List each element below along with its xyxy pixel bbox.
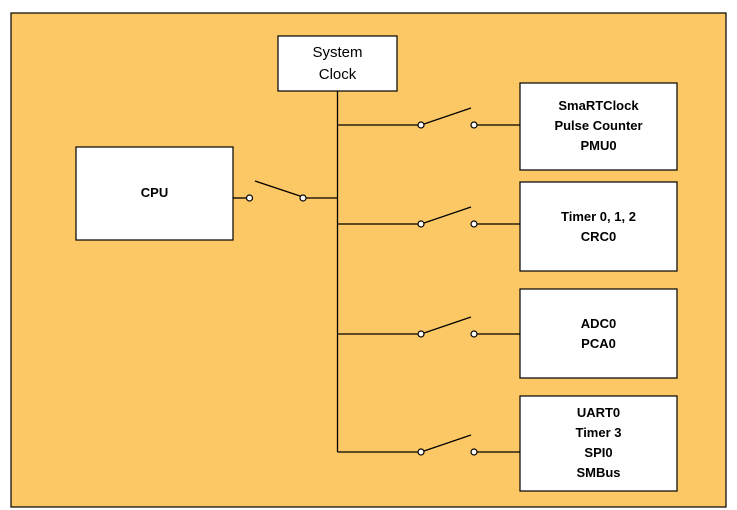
peripheral-box xyxy=(519,181,678,272)
cpu-box xyxy=(75,146,234,241)
cpu-label: CPU xyxy=(141,185,168,200)
cpu-switch-blade xyxy=(254,180,304,198)
system-clock-block: System Clock xyxy=(277,35,398,92)
peripheral-group-2: Timer 0, 1, 2 CRC0 xyxy=(337,181,678,272)
switch-terminal-right xyxy=(470,220,478,228)
peripheral-label-line: UART0 xyxy=(577,405,620,420)
peripheral-label-line: Pulse Counter xyxy=(554,118,642,133)
peripheral-label-line: SmaRTClock xyxy=(558,98,639,113)
peripheral-group-1: SmaRTClock Pulse Counter PMU0 xyxy=(337,82,678,171)
switch-terminal-right xyxy=(470,330,478,338)
switch-terminal-left xyxy=(417,330,425,338)
peripheral-label-line: ADC0 xyxy=(581,316,616,331)
switch-blade xyxy=(423,434,472,452)
peripheral-group-4: UART0 Timer 3 SPI0 SMBus xyxy=(337,395,678,492)
peripheral-label-line: PMU0 xyxy=(580,138,616,153)
peripheral-group-3: ADC0 PCA0 xyxy=(337,288,678,379)
peripheral-label-line: SMBus xyxy=(576,465,620,480)
switch-terminal-left xyxy=(417,448,425,456)
peripheral-label-line: Timer 3 xyxy=(575,425,621,440)
system-clock-box xyxy=(277,35,398,92)
switch-blade xyxy=(423,107,472,125)
cpu-switch-terminal-left xyxy=(245,194,254,202)
peripheral-label-line: SPI0 xyxy=(584,445,612,460)
cpu-block: CPU xyxy=(75,146,234,241)
peripheral-box xyxy=(519,82,678,171)
system-clock-label-line-2: Clock xyxy=(319,66,357,83)
peripheral-box xyxy=(519,288,678,379)
switch-terminal-right xyxy=(470,121,478,129)
switch-terminal-left xyxy=(417,121,425,129)
system-clock-label-line-1: System xyxy=(312,44,362,61)
peripheral-label-line: Timer 0, 1, 2 xyxy=(561,209,636,224)
peripheral-label-line: CRC0 xyxy=(581,229,616,244)
cpu-clock-switch xyxy=(233,180,338,202)
switch-blade xyxy=(423,206,472,224)
switch-terminal-left xyxy=(417,220,425,228)
switch-terminal-right xyxy=(470,448,478,456)
switch-blade xyxy=(423,316,472,334)
peripheral-label-line: PCA0 xyxy=(581,336,616,351)
peripheral-box xyxy=(519,395,678,492)
cpu-switch-terminal-right xyxy=(299,194,307,202)
